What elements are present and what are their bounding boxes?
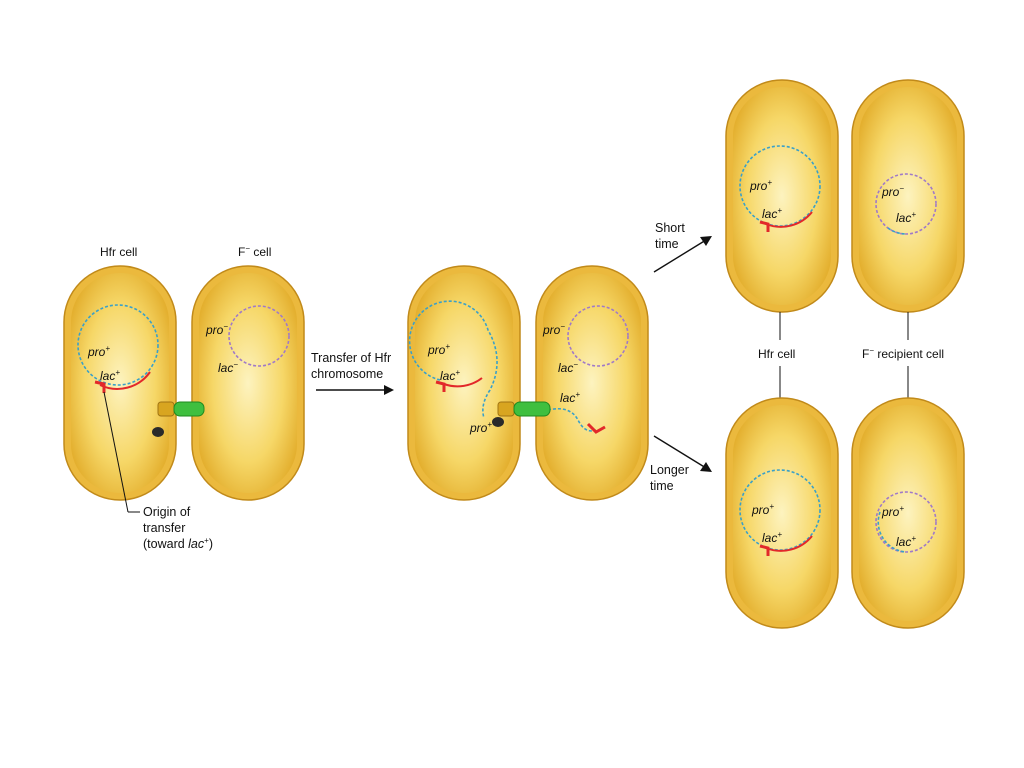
short-time-arrow: Short time	[653, 221, 712, 273]
enzyme-icon	[152, 427, 164, 437]
lac-plus-label-recipient-long: lac+	[896, 534, 916, 549]
pro-plus-label-short: pro+	[749, 178, 772, 193]
origin-label-line1: Origin of	[143, 505, 191, 519]
middle-pair: pro+ lac+ pro+ pro− lac− lac+	[407, 265, 649, 501]
hfr-cell-middle: pro+ lac+ pro+	[407, 265, 521, 501]
pro-plus-label-long: pro+	[751, 502, 774, 517]
lac-plus-label-transfer: lac+	[560, 390, 580, 405]
longer-time-arrow: Longer time	[650, 435, 712, 493]
hfr-cell-short: pro+ lac+	[725, 79, 839, 313]
lac-plus-label: lac+	[100, 368, 120, 383]
short-label-line1: Short	[655, 221, 685, 235]
lac-plus-label-mid: lac+	[440, 368, 460, 383]
origin-label-line3: (toward lac+)	[143, 536, 213, 551]
hfr-cell-long: pro+ lac+	[725, 397, 839, 629]
pro-plus-label-recipient-long: pro+	[881, 504, 904, 519]
lac-segment	[99, 371, 151, 390]
origin-marker	[94, 380, 106, 393]
pro-plus-label-mid: pro+	[427, 342, 450, 357]
hfr-chromosome	[77, 304, 159, 386]
f-minus-cell-middle: pro− lac− lac+	[535, 265, 649, 501]
lac-minus-label: lac−	[218, 360, 238, 375]
f-minus-cell-left: pro− lac−	[191, 265, 305, 501]
f-minus-recipient-label: F− recipient cell	[862, 346, 944, 361]
pilus-bridge	[157, 401, 205, 417]
transfer-arrow: Transfer of Hfr chromosome	[311, 351, 394, 395]
origin-label-line2: transfer	[143, 521, 185, 535]
pilus-bridge-mid	[497, 401, 551, 417]
pro-plus-label: pro+	[87, 344, 110, 359]
lac-plus-label-recipient-short: lac+	[896, 210, 916, 225]
hfr-cell-right-label: Hfr cell	[758, 347, 795, 361]
f-minus-chromosome	[228, 305, 290, 367]
longer-label-line1: Longer	[650, 463, 689, 477]
pro-minus-label: pro−	[205, 322, 228, 337]
right-bottom-pair: pro+ lac+ pro+ lac+	[725, 397, 965, 629]
lac-plus-label-long: lac+	[762, 530, 782, 545]
pro-minus-label-mid: pro−	[542, 322, 565, 337]
pro-plus-label-mid2: pro+	[469, 420, 492, 435]
lac-minus-label-mid: lac−	[558, 360, 578, 375]
origin-callout-line	[103, 391, 129, 513]
longer-label-line2: time	[650, 479, 674, 493]
pro-minus-label-short: pro−	[881, 184, 904, 199]
f-minus-cell-short: pro− lac+	[851, 79, 965, 313]
f-minus-cell-label: F− cell	[238, 244, 271, 259]
right-top-pair: pro+ lac+ pro− lac+	[725, 79, 965, 313]
left-pair: pro+ lac+ pro− lac− Hfr cell F− cell Ori…	[63, 244, 305, 551]
lac-plus-label-short: lac+	[762, 206, 782, 221]
transfer-label-line2: chromosome	[311, 367, 383, 381]
connector-lines: Hfr cell F− recipient cell	[758, 312, 944, 398]
f-minus-cell-long: pro+ lac+	[851, 397, 965, 629]
hfr-cell-label: Hfr cell	[100, 245, 137, 259]
enzyme-icon-mid	[492, 417, 504, 427]
short-label-line2: time	[655, 237, 679, 251]
hfr-cell-left: pro+ lac+	[63, 265, 177, 501]
transfer-label-line1: Transfer of Hfr	[311, 351, 391, 365]
